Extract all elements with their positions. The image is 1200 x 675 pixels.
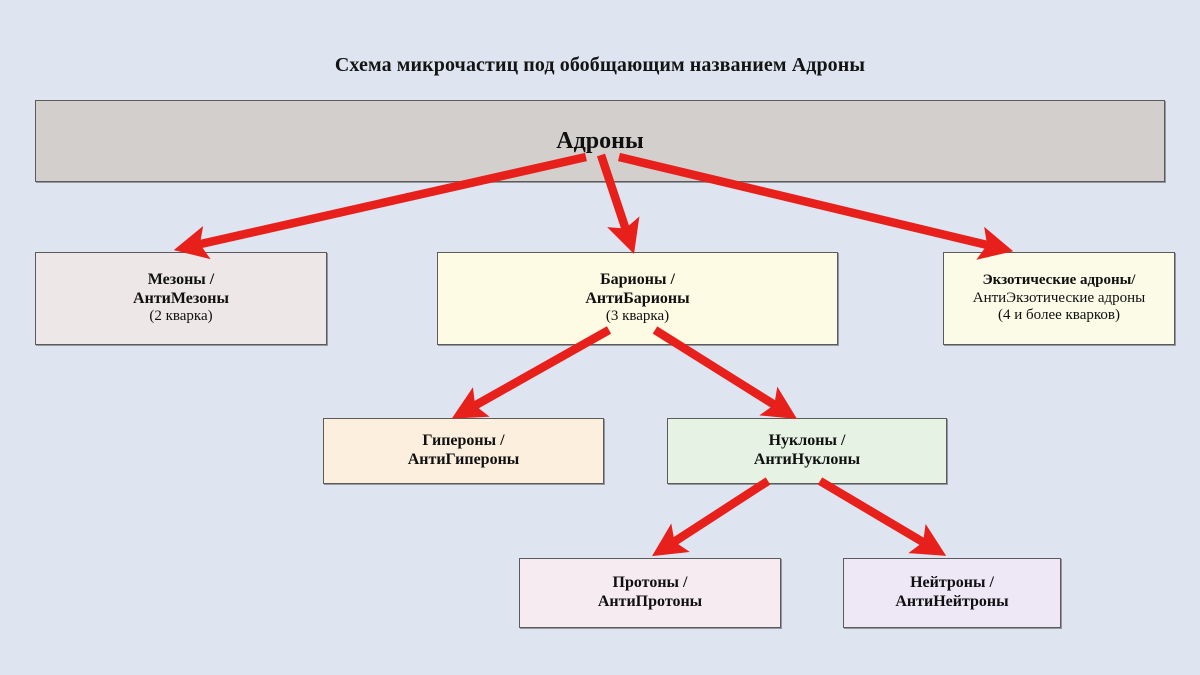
- node-mesons-quark-count: (2 кварка): [149, 308, 213, 325]
- node-mesons-line1: Мезоны /: [147, 271, 215, 288]
- node-hyperons[interactable]: Гипероны / АнтиГипероны: [323, 418, 604, 484]
- node-hyperons-line1: Гипероны /: [422, 432, 505, 450]
- node-protons-line2: АнтиПротоны: [597, 593, 703, 610]
- node-baryons-line1: Барионы /: [600, 271, 675, 288]
- page-title: Схема микрочастиц под обобщающим названи…: [334, 54, 866, 76]
- node-exotic-line1: Экзотические адроны/: [982, 272, 1136, 289]
- node-neutrons[interactable]: Нейтроны / АнтиНейтроны: [843, 558, 1061, 628]
- node-hadrons-label: Адроны: [556, 127, 644, 154]
- node-protons[interactable]: Протоны / АнтиПротоны: [519, 558, 781, 628]
- node-mesons[interactable]: Мезоны / АнтиМезоны (2 кварка): [35, 252, 327, 345]
- node-nucleons[interactable]: Нуклоны / АнтиНуклоны: [667, 418, 947, 484]
- node-exotic-hadrons[interactable]: Экзотические адроны/ АнтиЭкзотические ад…: [943, 252, 1175, 345]
- node-nucleons-line1: Нуклоны /: [768, 432, 846, 450]
- node-baryons[interactable]: Барионы / АнтиБарионы (3 кварка): [437, 252, 838, 345]
- node-exotic-quark-count: (4 и более кварков): [998, 307, 1120, 324]
- node-neutrons-line2: АнтиНейтроны: [895, 593, 1009, 610]
- node-baryons-line2: АнтиБарионы: [585, 289, 690, 307]
- arrow-nucleons-to-protons: [652, 477, 771, 557]
- node-neutrons-line1: Нейтроны /: [910, 574, 994, 592]
- node-protons-line1: Протоны /: [612, 574, 688, 592]
- node-exotic-line2: АнтиЭкзотические адроны: [972, 289, 1146, 306]
- node-nucleons-line2: АнтиНуклоны: [753, 451, 861, 468]
- node-mesons-line2: АнтиМезоны: [133, 289, 229, 307]
- arrow-nucleons-to-neutrons: [817, 477, 947, 556]
- node-hadrons[interactable]: Адроны: [35, 100, 1165, 182]
- node-baryons-quark-count: (3 кварка): [605, 308, 670, 325]
- node-hyperons-line2: АнтиГипероны: [407, 451, 520, 468]
